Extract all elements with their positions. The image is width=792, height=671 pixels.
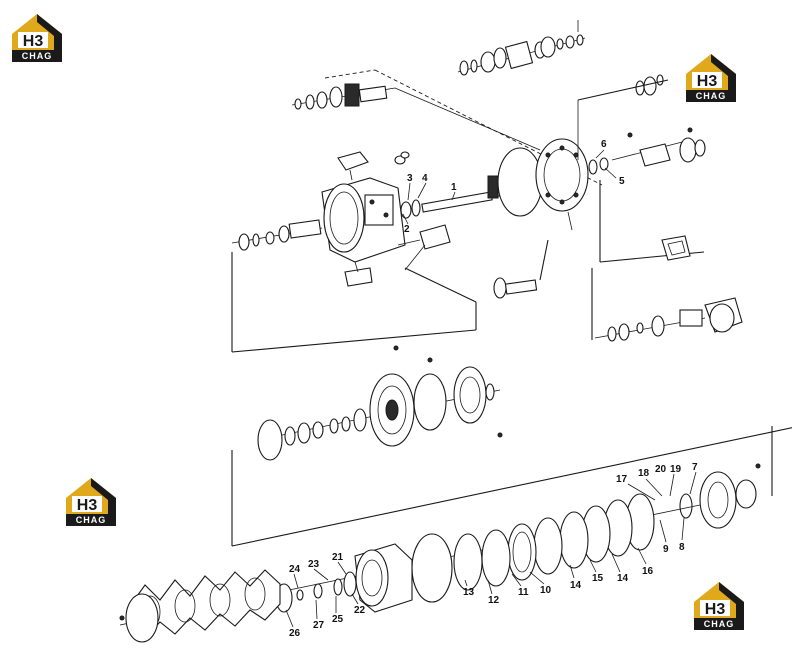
chag-logo: H3 CHAG — [62, 476, 120, 528]
mid-gear — [493, 239, 549, 299]
callout-5: 5 — [619, 176, 625, 187]
callout-labels: 1 2 3 4 5 6 7 8 9 10 11 12 13 14 14 15 1… — [289, 139, 698, 639]
housing-left-shaft — [231, 219, 477, 353]
clutch-pack — [119, 493, 701, 626]
callout-10: 10 — [540, 585, 552, 596]
callout-14a: 14 — [570, 580, 582, 591]
callout-2: 2 — [404, 224, 410, 235]
logo-mark: H3 — [697, 73, 718, 90]
right-lower-bracket — [661, 235, 691, 261]
logo-mark: H3 — [23, 33, 44, 50]
callout-20: 20 — [655, 464, 667, 475]
leader-lines — [285, 149, 697, 628]
callout-7: 7 — [692, 462, 698, 473]
callout-17: 17 — [616, 474, 628, 485]
callout-9: 9 — [663, 544, 669, 555]
connector-lines — [231, 426, 792, 547]
right-small-parts — [635, 74, 664, 96]
chag-logo: H3 CHAG — [682, 52, 740, 104]
callout-14b: 14 — [617, 573, 629, 584]
logo-mark: H3 — [705, 601, 726, 618]
bottom-housing — [275, 543, 413, 613]
callout-13: 13 — [463, 587, 475, 598]
callout-27: 27 — [313, 620, 325, 631]
top-shaft-assembly — [457, 20, 586, 76]
house-logo-icon: H3 — [694, 582, 744, 618]
callout-1: 1 — [451, 182, 457, 193]
callout-6: 6 — [601, 139, 607, 150]
callout-12: 12 — [488, 595, 500, 606]
logo-text: CHAG — [694, 618, 744, 630]
right-upper-bracket — [599, 127, 706, 263]
callout-16: 16 — [642, 566, 654, 577]
logo-mark: H3 — [77, 497, 98, 514]
bottom-right-drum — [679, 463, 761, 529]
house-logo-icon: H3 — [686, 54, 736, 90]
callout-8: 8 — [679, 542, 685, 553]
callout-15: 15 — [592, 573, 604, 584]
callout-24: 24 — [289, 564, 301, 575]
input-shaft-gear — [291, 69, 603, 186]
callout-21: 21 — [332, 552, 344, 563]
callout-25: 25 — [332, 614, 344, 625]
lower-right-pump — [591, 268, 743, 342]
callout-22: 22 — [354, 605, 366, 616]
callout-3: 3 — [407, 173, 413, 184]
chag-logo: H3 CHAG — [690, 580, 748, 632]
logo-text: CHAG — [66, 514, 116, 526]
callout-23: 23 — [308, 559, 320, 570]
callout-4: 4 — [422, 173, 428, 184]
sprocket-plates — [119, 569, 281, 643]
callout-11: 11 — [518, 587, 529, 598]
chag-logo: H3 CHAG — [8, 12, 66, 64]
planetary-row — [257, 345, 503, 461]
logo-text: CHAG — [12, 50, 62, 62]
callout-26: 26 — [289, 628, 301, 639]
house-logo-icon: H3 — [12, 14, 62, 50]
logo-text: CHAG — [686, 90, 736, 102]
callout-18: 18 — [638, 468, 650, 479]
callout-19: 19 — [670, 464, 682, 475]
main-housing — [321, 151, 451, 287]
main-flange — [535, 79, 669, 231]
house-logo-icon: H3 — [66, 478, 116, 514]
